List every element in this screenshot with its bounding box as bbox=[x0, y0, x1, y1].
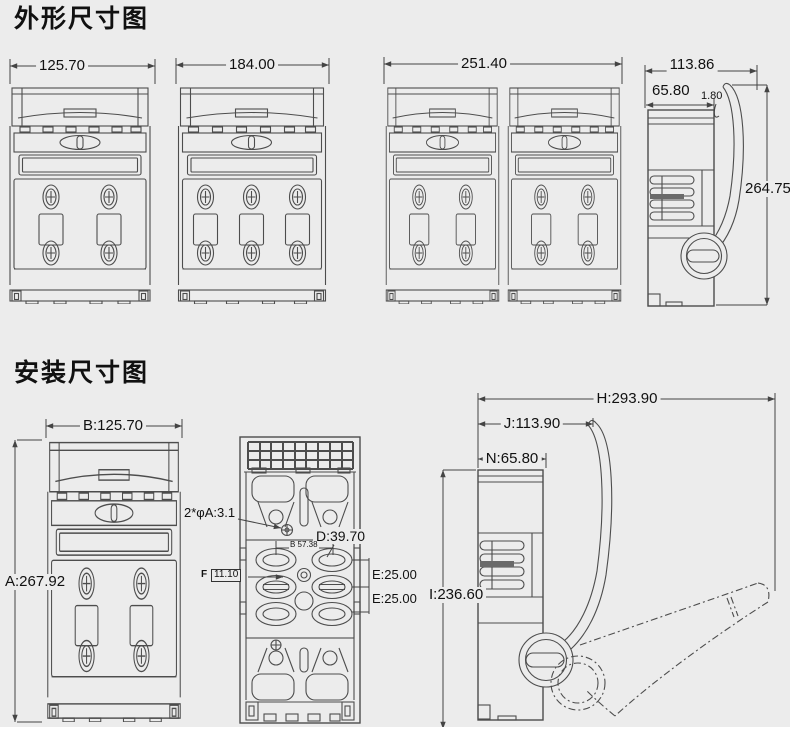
dim-install-side-j: J:113.90 bbox=[500, 416, 564, 432]
dim-rear-e1: E:25.00 bbox=[372, 567, 417, 582]
dim-side-body-width: 65.80 bbox=[652, 82, 690, 99]
dim-side-total-width: 113.86 bbox=[666, 57, 718, 73]
dim-outline-view1-width: 125.70 bbox=[36, 58, 88, 74]
dim-install-front-width: B:125.70 bbox=[79, 418, 147, 434]
dim-rear-f-value: 11.10 bbox=[211, 569, 242, 582]
outline-section-title: 外形尺寸图 bbox=[14, 5, 150, 33]
install-side-view bbox=[440, 393, 776, 730]
dim-rear-d: D:39.70 bbox=[313, 529, 369, 544]
fuse-switch-front-drawing bbox=[10, 88, 150, 304]
dim-install-side-i: I:236.60 bbox=[426, 587, 487, 603]
dim-outline-view2-width: 184.00 bbox=[226, 57, 278, 73]
fuse-switch-front-drawing-right-unit bbox=[508, 88, 621, 304]
fuse-switch-front-drawing-wide bbox=[179, 88, 326, 304]
open-handle-dashed-outline bbox=[550, 582, 770, 717]
dim-rear-mounting-holes: 2*φA:3.1 bbox=[184, 505, 236, 520]
dim-install-front-height: A:267.92 bbox=[2, 574, 69, 590]
dim-rear-b-small: B 57.38 bbox=[289, 540, 319, 550]
outline-front-view-2 bbox=[175, 58, 330, 304]
dim-side-height: 264.75 bbox=[742, 181, 790, 197]
dim-side-gap: 1.80 bbox=[701, 90, 723, 102]
dim-install-side-n: N:65.80 bbox=[482, 451, 542, 467]
dim-rear-f-label: F bbox=[201, 569, 208, 580]
install-front-view bbox=[12, 419, 183, 723]
outline-front-view-3 bbox=[383, 57, 623, 304]
install-rear-view bbox=[239, 436, 361, 724]
install-section-title: 安装尺寸图 bbox=[14, 359, 150, 387]
dim-install-side-h: H:293.90 bbox=[593, 391, 661, 407]
fuse-switch-front-drawing-left-unit bbox=[386, 88, 499, 304]
dim-outline-view3-width: 251.40 bbox=[458, 56, 510, 72]
dim-rear-e2: E:25.00 bbox=[372, 591, 417, 606]
outline-front-view-1 bbox=[10, 59, 156, 304]
bottom-strip bbox=[0, 727, 790, 732]
